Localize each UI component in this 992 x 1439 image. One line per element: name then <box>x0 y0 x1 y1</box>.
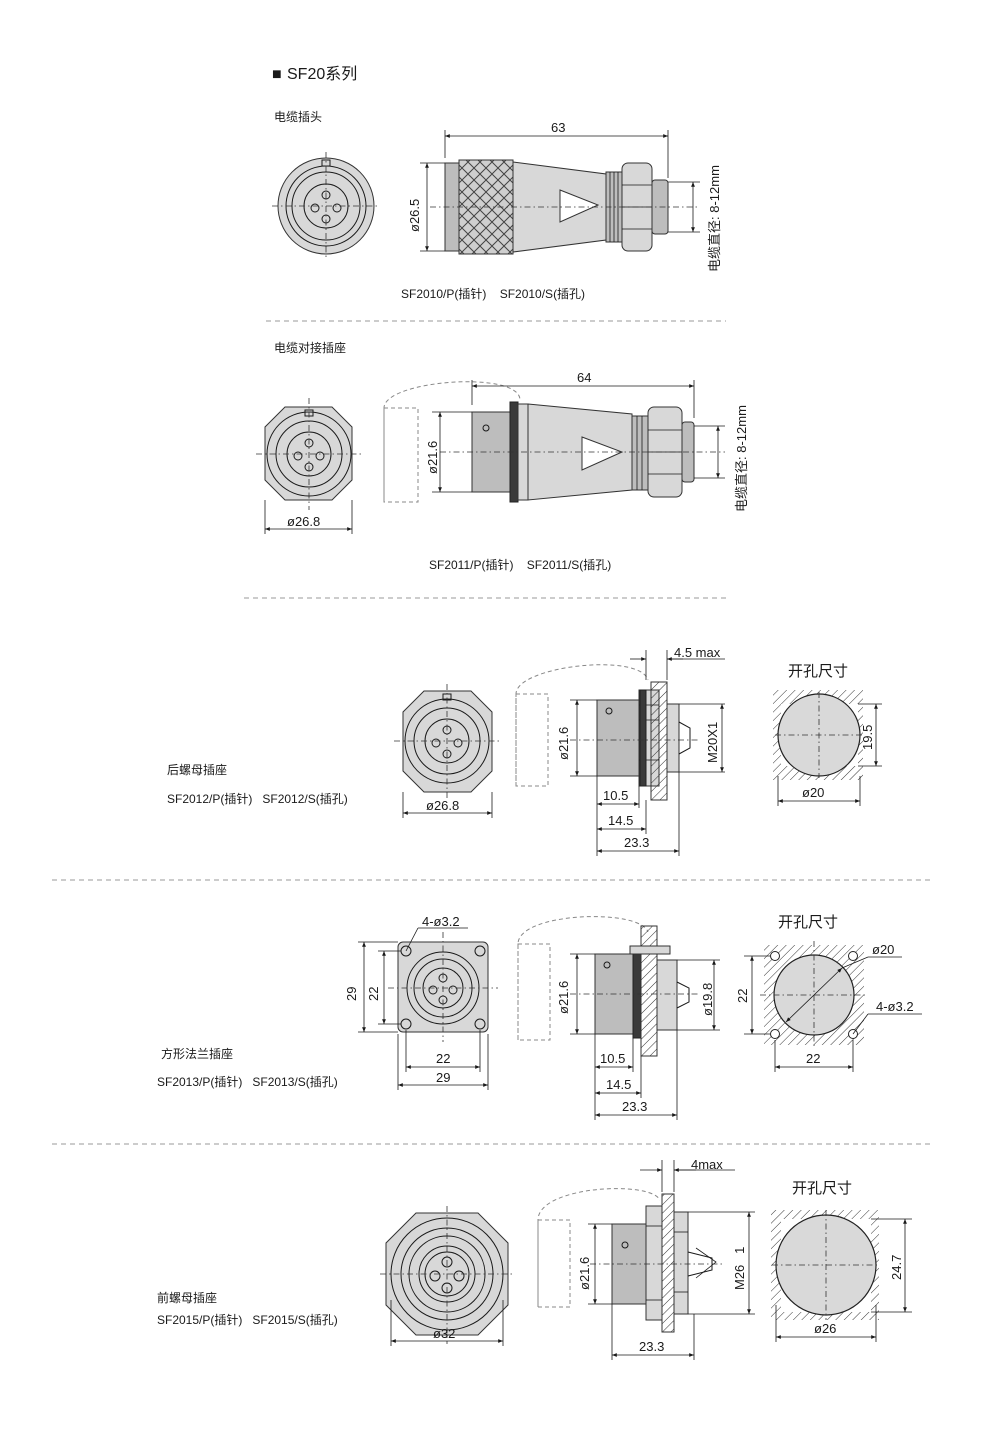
front-nut-cutout-diameter: ø26 <box>814 1321 836 1336</box>
rear-nut-thread-dim: M20X1 <box>705 722 720 763</box>
square-flange-models: SF2013/P(插针) SF2013/S(插孔) <box>157 1074 338 1089</box>
rear-nut-front-view <box>394 684 500 818</box>
plug-diameter-dim: ø26.5 <box>407 199 422 232</box>
front-nut-panel-dim: 4max <box>691 1157 723 1172</box>
socket-models: SF2011/P(插针) SF2011/S(插孔) <box>429 557 611 572</box>
front-nut-models: SF2015/P(插针) SF2015/S(插孔) <box>157 1312 338 1327</box>
plug-side-view <box>420 130 700 255</box>
front-nut-cutout <box>771 1210 912 1342</box>
front-nut-side-view <box>537 1160 755 1360</box>
rear-nut-panel-dim: 4.5 max <box>674 645 721 660</box>
plug-cable-note: 电缆直径: 8-12mm <box>707 165 722 272</box>
front-nut-diameter-dim: ø21.6 <box>577 1257 592 1290</box>
square-flange-inner-v: 22 <box>366 987 381 1001</box>
rear-nut-dim-a: 10.5 <box>603 788 628 803</box>
section-title-front-nut: 前螺母插座 <box>157 1290 217 1305</box>
rear-nut-diameter-dim: ø21.6 <box>556 727 571 760</box>
rear-nut-cutout-title: 开孔尺寸 <box>788 663 848 680</box>
square-flange-dim-b: 14.5 <box>606 1077 631 1092</box>
square-flange-diameter-dim: ø21.6 <box>556 981 571 1014</box>
front-nut-cutout-title: 开孔尺寸 <box>792 1180 852 1197</box>
socket-cable-note: 电缆直径: 8-12mm <box>734 405 749 512</box>
square-flange-cutout-v: 22 <box>735 989 750 1003</box>
rear-nut-cutout-diameter: ø20 <box>802 785 824 800</box>
rear-nut-side-view <box>515 650 725 856</box>
square-flange-dim-c: 23.3 <box>622 1099 647 1114</box>
socket-front-view <box>256 398 362 534</box>
square-flange-inner-h: 22 <box>436 1051 450 1066</box>
plug-models: SF2010/P(插针) SF2010/S(插孔) <box>401 286 585 301</box>
front-nut-front-dim: ø32 <box>433 1326 455 1341</box>
front-nut-front-view <box>380 1206 514 1346</box>
plug-front-view <box>272 152 380 260</box>
rear-nut-dim-b: 14.5 <box>608 813 633 828</box>
rear-nut-dim-c: 23.3 <box>624 835 649 850</box>
square-flange-outer-h: 29 <box>436 1070 450 1085</box>
square-flange-cutout-holes: 4-ø3.2 <box>876 999 914 1014</box>
square-flange-holes-dim: 4-ø3.2 <box>422 914 460 929</box>
page-title: SF20系列 <box>287 65 357 83</box>
square-flange-cutout-h: 22 <box>806 1051 820 1066</box>
socket-length-dim: 64 <box>577 370 591 385</box>
section-title-cable-socket: 电缆对接插座 <box>274 340 346 355</box>
front-nut-thread-dim: M26 1 <box>732 1247 747 1290</box>
rear-nut-front-dim: ø26.8 <box>426 798 459 813</box>
rear-nut-cutout-flat: 19.5 <box>860 725 875 750</box>
front-nut-dim-c: 23.3 <box>639 1339 664 1354</box>
front-nut-cutout-flat: 24.7 <box>889 1255 904 1280</box>
square-flange-outer-v: 29 <box>344 987 359 1001</box>
section-title-rear-nut: 后螺母插座 <box>167 762 227 777</box>
square-flange-cutout <box>744 941 922 1072</box>
square-flange-cutout-title: 开孔尺寸 <box>778 914 838 931</box>
section-title-cable-plug: 电缆插头 <box>274 110 322 124</box>
square-flange-cutout-diameter: ø20 <box>872 942 894 957</box>
square-flange-body-dim: ø19.8 <box>700 983 715 1016</box>
rear-nut-models: SF2012/P(插针) SF2012/S(插孔) <box>167 791 348 806</box>
square-flange-dim-a: 10.5 <box>600 1051 625 1066</box>
rear-nut-cutout <box>773 690 882 806</box>
socket-front-dim: ø26.8 <box>287 514 320 529</box>
title-marker: ■ <box>272 66 282 83</box>
plug-length-dim: 63 <box>551 120 565 135</box>
socket-diameter-dim: ø21.6 <box>425 441 440 474</box>
socket-side-view <box>383 380 725 503</box>
square-flange-front-view <box>358 927 498 1090</box>
section-title-square-flange: 方形法兰插座 <box>161 1046 233 1061</box>
square-flange-side-view <box>517 916 720 1120</box>
